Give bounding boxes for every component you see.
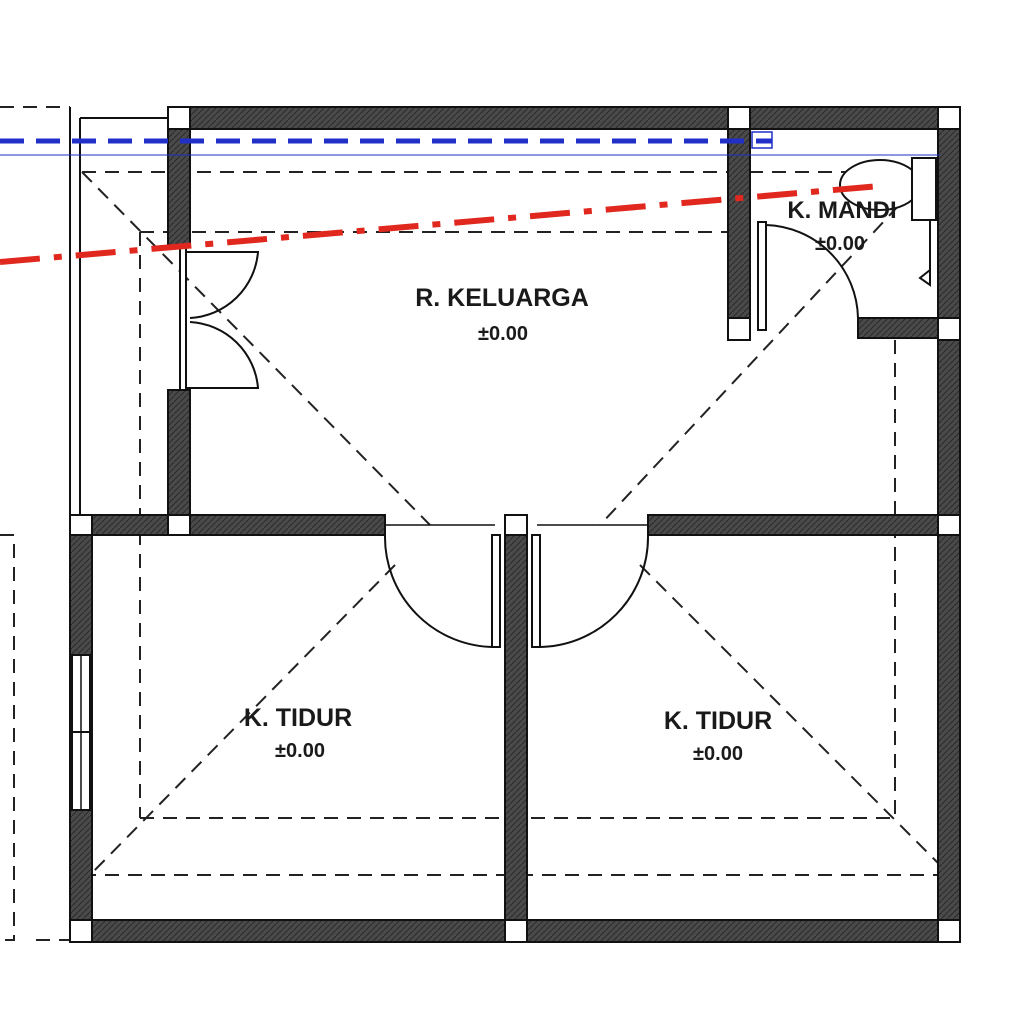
section-line-blue [0, 131, 940, 156]
room-label-tidur-left: K. TIDUR ±0.00 [244, 704, 352, 762]
structural-columns [69, 106, 961, 943]
door-left-bedroom [383, 524, 501, 648]
room-label-keluarga: R. KELUARGA ±0.00 [415, 284, 589, 345]
room-label-mandi: K. MANDI ±0.00 [787, 197, 896, 255]
room-name-tidur-left: K. TIDUR [244, 704, 352, 732]
toilet-fixture [839, 157, 937, 287]
room-level-keluarga: ±0.00 [478, 323, 528, 345]
roof-outline-dashes [0, 106, 950, 941]
terrace-edge [69, 107, 168, 520]
room-name-keluarga: R. KELUARGA [415, 284, 589, 312]
door-bathroom [757, 221, 859, 331]
roof-hip-lines [81, 171, 951, 876]
window-left-bedroom [71, 654, 91, 811]
room-name-tidur-right: K. TIDUR [664, 707, 772, 735]
door-right-bedroom [531, 524, 650, 649]
room-name-mandi: K. MANDI [787, 197, 896, 224]
room-level-tidur-left: ±0.00 [275, 740, 325, 762]
room-level-tidur-right: ±0.00 [693, 743, 743, 765]
section-line-red [0, 183, 881, 265]
room-label-tidur-right: K. TIDUR ±0.00 [664, 707, 772, 765]
room-level-mandi: ±0.00 [815, 233, 865, 255]
double-door-living [179, 246, 260, 391]
